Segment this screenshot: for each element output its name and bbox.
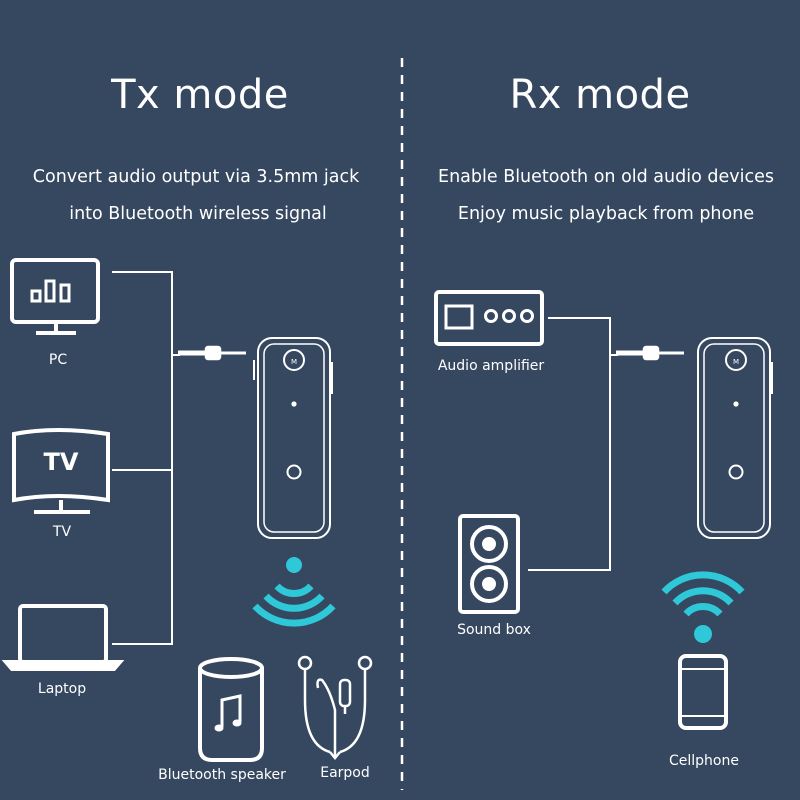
cellphone-icon (678, 654, 728, 730)
bluetooth-speaker-icon (198, 657, 264, 762)
tv-icon (12, 428, 110, 514)
tx-description-line1: Convert audio output via 3.5mm jack (32, 167, 360, 187)
rx-bluetooth-wave-icon (661, 571, 745, 643)
earpod-icon (297, 655, 373, 760)
pc-label: PC (48, 352, 68, 368)
pc-icon (10, 258, 100, 335)
tx-connection-lines (112, 271, 180, 645)
cellphone-label: Cellphone (669, 753, 739, 769)
rx-description-line1: Enable Bluetooth on old audio devices (438, 167, 774, 187)
tx-mode-title: Tx mode (111, 72, 289, 118)
rx-connection-lines (528, 317, 618, 571)
earpod-label: Earpod (320, 765, 370, 781)
laptop-icon (1, 604, 125, 671)
rx-mode-title: Rx mode (509, 72, 691, 118)
sound-box-icon (458, 514, 520, 614)
rx-adapter-m-mark: M (733, 358, 739, 366)
rx-description-line2: Enjoy music playback from phone (457, 204, 755, 224)
tv-screen-text: TV (43, 448, 79, 476)
tx-bluetooth-wave-icon (252, 557, 336, 627)
tx-audio-jack (178, 345, 246, 361)
audio-amplifier-icon (434, 290, 544, 346)
rx-bluetooth-adapter (697, 337, 773, 539)
laptop-label: Laptop (37, 681, 87, 697)
tx-bluetooth-adapter (253, 337, 333, 539)
audio-amplifier-label: Audio amplifier (437, 358, 545, 374)
tx-description-line2: into Bluetooth wireless signal (69, 204, 327, 224)
sound-box-label: Sound box (457, 622, 531, 638)
rx-audio-jack (616, 345, 684, 361)
tx-adapter-m-mark: M (291, 358, 297, 366)
tv-label: TV (52, 524, 72, 540)
bluetooth-speaker-label: Bluetooth speaker (158, 767, 286, 783)
